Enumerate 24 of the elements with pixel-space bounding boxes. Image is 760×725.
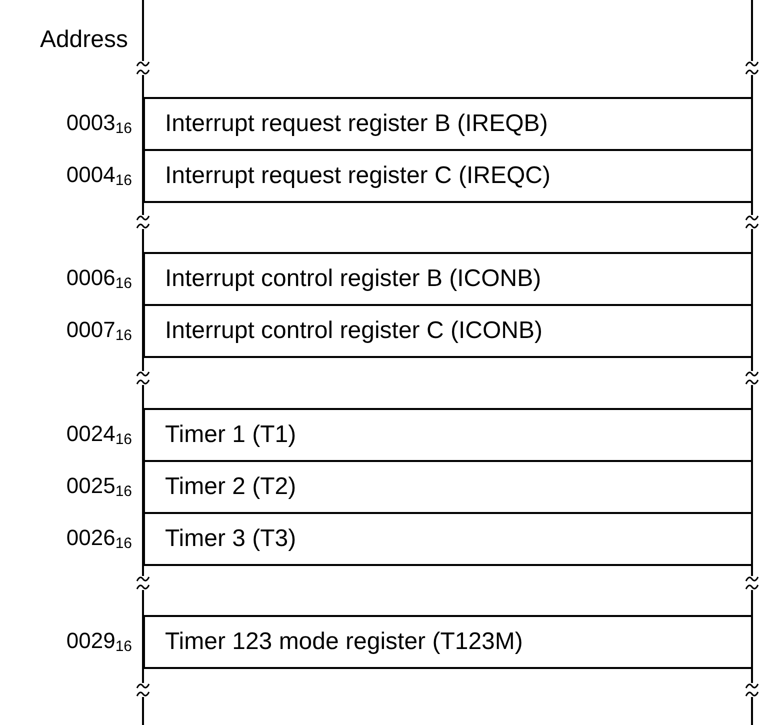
address-value: 0004$_{16}$: [66, 162, 132, 189]
register-row: [143, 615, 753, 669]
address-value: 0026$_{16}$: [66, 525, 132, 552]
register-row: [143, 149, 753, 203]
register-row: [143, 512, 753, 566]
register-name: Timer 1 (T1): [165, 421, 296, 449]
register-name: Interrupt control register C (ICONB): [165, 317, 542, 345]
register-row: [143, 408, 753, 462]
register-name: Timer 123 mode register (T123M): [165, 628, 523, 656]
register-row: [143, 97, 753, 151]
register-name: Interrupt request register C (IREQC): [165, 162, 550, 190]
register-row: [143, 304, 753, 358]
register-name: Interrupt control register B (ICONB): [165, 265, 542, 293]
address-value: 0024$_{16}$: [66, 421, 132, 448]
address-value: 0025$_{16}$: [66, 473, 132, 500]
column-heading: Address: [40, 26, 128, 54]
register-name: Interrupt request register B (IREQB): [165, 110, 548, 138]
register-row: [143, 252, 753, 306]
address-value: 0006$_{16}$: [66, 265, 132, 292]
address-value: 0029$_{16}$: [66, 628, 132, 655]
register-name: Timer 2 (T2): [165, 473, 296, 501]
register-name: Timer 3 (T3): [165, 525, 296, 553]
address-value: 0003$_{16}$: [66, 110, 132, 137]
address-value: 0007$_{16}$: [66, 317, 132, 344]
